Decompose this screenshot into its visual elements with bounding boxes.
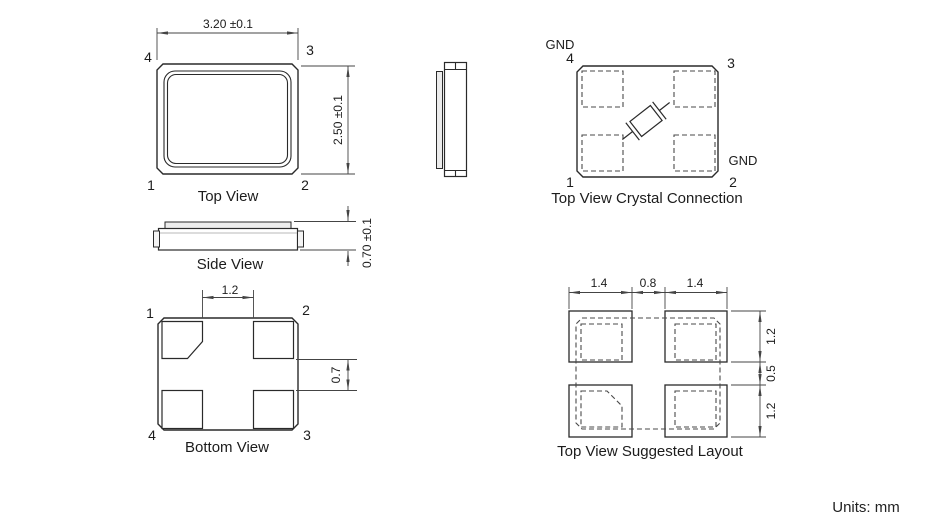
crystal-connection-pad-4: [581, 70, 624, 108]
crystal-plate-left: [625, 122, 640, 141]
crystal-connection-pin-4: 4: [566, 50, 574, 66]
bottom-view-pin-3: 3: [303, 427, 311, 443]
end-view-body: [443, 61, 468, 178]
top-view-pin-4: 4: [144, 49, 152, 65]
end-view: [436, 61, 468, 178]
side-view-height-dimension: 0.70 ±0.1: [294, 206, 374, 268]
top-view-pin-3: 3: [306, 42, 314, 58]
top-view-width-dim-label: 3.20 ±0.1: [203, 17, 253, 31]
crystal-plate-right: [652, 101, 667, 120]
layout-gap-v-label: 0.5: [764, 365, 778, 382]
crystal-connection-gnd-top-label: GND: [546, 37, 575, 52]
side-view-caption: Side View: [197, 256, 264, 273]
top-view-caption: Top View: [198, 188, 259, 205]
units-label: Units: mm: [832, 499, 900, 516]
bottom-view-pad-1: [161, 320, 204, 360]
top-view-pin-1: 1: [147, 177, 155, 193]
crystal-connection-pin-3: 3: [727, 55, 735, 71]
crystal-connection-pad-3: [673, 70, 716, 108]
layout-land-pad-tr: [664, 310, 728, 363]
layout-top-dimensions: 1.4 0.8 1.4: [568, 276, 728, 309]
bottom-view-pad-2: [252, 320, 295, 360]
layout-pad-width-right-label: 1.4: [687, 276, 704, 290]
side-view-height-dim-label: 0.70 ±0.1: [360, 218, 374, 268]
bottom-view: 1.2 0.7 1 2 4 3 Bottom View: [146, 283, 357, 456]
bottom-view-pin-1: 1: [146, 305, 154, 321]
bottom-view-pad-4: [161, 389, 204, 430]
top-view-lid-seam-outer: [163, 70, 292, 168]
crystal-connection-pad-2: [673, 134, 716, 172]
layout-land-pad-tl: [568, 310, 633, 363]
crystal-connection-caption: Top View Crystal Connection: [551, 190, 742, 207]
bottom-view-caption: Bottom View: [185, 439, 269, 456]
top-view-body-outline: [156, 63, 299, 175]
crystal-connection-pad-1: [581, 134, 624, 172]
bottom-view-gap-v-label: 0.7: [329, 366, 343, 383]
suggested-layout-view: 1.4 0.8 1.4 1.2 0.5 1.2 Top View Suggest…: [557, 276, 778, 460]
top-view-height-dimension: 2.50 ±0.1: [301, 65, 355, 175]
crystal-symbol: [621, 101, 671, 141]
suggested-layout-caption: Top View Suggested Layout: [557, 443, 744, 460]
bottom-view-pin-4: 4: [148, 427, 156, 443]
side-view-right-pad: [297, 230, 304, 248]
crystal-body: [629, 104, 663, 138]
crystal-connection-pin-2: 2: [729, 174, 737, 190]
bottom-view-pin-2: 2: [302, 302, 310, 318]
crystal-connection-pin-1: 1: [566, 174, 574, 190]
bottom-view-gap-h-label: 1.2: [222, 283, 239, 297]
layout-package-pad-tl-dashed: [580, 323, 623, 361]
side-view: 0.70 ±0.1 Side View: [153, 206, 374, 273]
layout-land-pad-br: [664, 384, 728, 438]
crystal-connection-gnd-right-label: GND: [729, 153, 758, 168]
top-view-height-dim-label: 2.50 ±0.1: [331, 95, 345, 145]
side-view-lid: [164, 221, 292, 229]
layout-package-pad-br-dashed: [674, 390, 717, 428]
layout-right-dimensions: 1.2 0.5 1.2: [731, 310, 778, 438]
top-view-width-dimension: 3.20 ±0.1: [156, 17, 299, 60]
layout-pad-height-top-label: 1.2: [764, 328, 778, 345]
top-view: 3.20 ±0.1 2.50 ±0.1 4 3 1 2 Top View: [144, 17, 355, 205]
layout-package-pad-bl-dashed: [580, 390, 623, 428]
bottom-view-pad-3: [252, 389, 295, 430]
crystal-connection-view: GND 4 3 GND 2 1 Top View Crystal Connect…: [546, 37, 758, 207]
side-view-left-pad: [153, 230, 160, 248]
layout-pad-height-bottom-label: 1.2: [764, 402, 778, 419]
top-view-lid-seam-inner: [166, 73, 289, 165]
bottom-view-vertical-gap-dimension: 0.7: [296, 359, 357, 391]
top-view-pin-2: 2: [301, 177, 309, 193]
side-view-body: [157, 227, 299, 251]
layout-gap-h-label: 0.8: [640, 276, 657, 290]
layout-pad-width-left-label: 1.4: [591, 276, 608, 290]
bottom-view-horizontal-gap-dimension: 1.2: [202, 283, 254, 318]
end-view-lid: [436, 71, 443, 169]
layout-package-pad-tr-dashed: [674, 323, 717, 361]
